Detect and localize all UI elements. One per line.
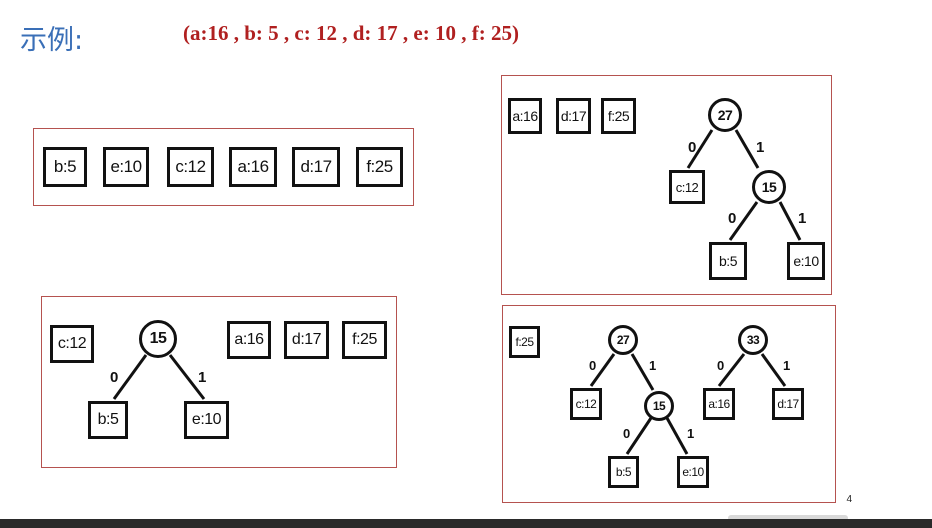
leaf-node-e: e:10 xyxy=(787,242,825,280)
edge-label-0: 0 xyxy=(688,139,697,156)
edge-label-1: 1 xyxy=(783,358,791,373)
step4-edges xyxy=(589,353,787,455)
slide-title: 示例: xyxy=(20,25,84,56)
internal-node-33: 33 xyxy=(738,325,768,355)
footer-highlight xyxy=(728,515,848,521)
leaf-node-b: b:5 xyxy=(88,401,128,439)
leaf-node-e: e:10 xyxy=(677,456,709,488)
leaf-node-b: b:5 xyxy=(43,147,87,187)
leaf-node-e: e:10 xyxy=(103,147,149,187)
leaf-node-c: c:12 xyxy=(167,147,214,187)
edge-27-c xyxy=(686,129,714,169)
leaf-node-d: d:17 xyxy=(556,98,591,134)
leaf-node-b: b:5 xyxy=(709,242,747,280)
leaf-node-a: a:16 xyxy=(227,321,271,359)
edge-27-15 xyxy=(630,353,655,391)
edge-label-0: 0 xyxy=(717,358,725,373)
internal-node-15: 15 xyxy=(644,391,674,421)
leaf-node-f: f:25 xyxy=(342,321,387,359)
edge-15-e xyxy=(665,417,689,455)
edge-label-1: 1 xyxy=(756,139,765,156)
leaf-node-b: b:5 xyxy=(608,456,639,488)
edge-label-1: 1 xyxy=(198,369,207,386)
step2-panel: c:12 15 0 1 b:5 e:10 a:16 d:17 f:25 xyxy=(41,296,397,468)
edge-label-1: 1 xyxy=(687,426,695,441)
leaf-node-d: d:17 xyxy=(292,147,340,187)
edge-15-b xyxy=(625,417,653,455)
leaf-node-f: f:25 xyxy=(509,326,540,358)
leaf-node-c: c:12 xyxy=(570,388,602,420)
step2-edges xyxy=(112,354,206,400)
edge-label-0: 0 xyxy=(623,426,631,441)
edge-27-15 xyxy=(734,129,760,169)
edge-label-1: 1 xyxy=(798,210,807,227)
leaf-node-c: c:12 xyxy=(669,170,705,204)
step3-panel: a:16 d:17 f:25 27 0 1 c:12 15 0 1 b:5 e:… xyxy=(501,75,832,295)
internal-node-27: 27 xyxy=(608,325,638,355)
page-number: 4 xyxy=(846,494,852,505)
internal-node-15: 15 xyxy=(139,320,177,358)
leaf-node-d: d:17 xyxy=(772,388,804,420)
leaf-node-f: f:25 xyxy=(356,147,403,187)
edge-33-a xyxy=(717,353,746,387)
internal-node-27: 27 xyxy=(708,98,742,132)
edge-15-e xyxy=(168,354,206,400)
edge-15-b xyxy=(112,354,148,400)
step4-panel: f:25 27 0 1 c:12 15 0 1 b:5 e:10 33 0 1 … xyxy=(502,305,836,503)
edge-33-d xyxy=(760,353,787,387)
footer-bar xyxy=(0,519,932,528)
edge-15-e xyxy=(778,201,802,241)
leaf-node-d: d:17 xyxy=(284,321,329,359)
edge-27-c xyxy=(589,353,616,387)
leaf-node-e: e:10 xyxy=(184,401,229,439)
edge-15-b xyxy=(728,201,759,241)
frequency-list: (a:16 , b: 5 , c: 12 , d: 17 , e: 10 , f… xyxy=(183,21,519,45)
internal-node-15: 15 xyxy=(752,170,786,204)
leaf-node-a: a:16 xyxy=(703,388,735,420)
leaf-node-f: f:25 xyxy=(601,98,636,134)
leaf-node-c: c:12 xyxy=(50,325,94,363)
edge-label-0: 0 xyxy=(110,369,119,386)
edge-label-0: 0 xyxy=(728,210,737,227)
step1-panel: b:5 e:10 c:12 a:16 d:17 f:25 xyxy=(33,128,414,206)
edge-label-0: 0 xyxy=(589,358,597,373)
step3-edges xyxy=(686,129,802,241)
leaf-node-a: a:16 xyxy=(508,98,542,134)
leaf-node-a: a:16 xyxy=(229,147,277,187)
edge-label-1: 1 xyxy=(649,358,657,373)
